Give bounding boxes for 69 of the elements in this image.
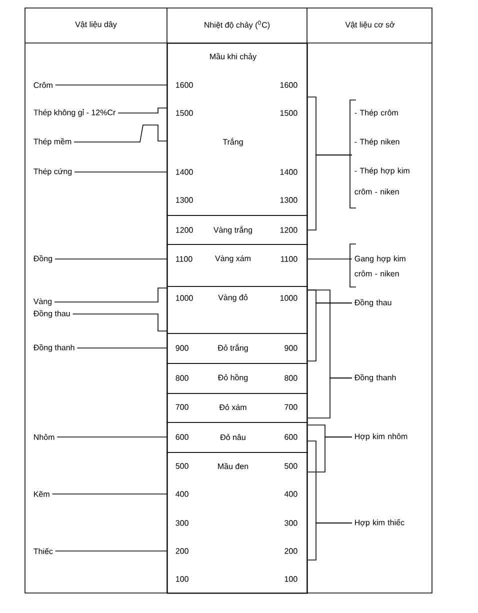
temperature-value: 1000	[176, 295, 193, 301]
connector-line	[307, 258, 352, 260]
connector-line	[307, 154, 352, 230]
temperature-value: 1200	[280, 227, 298, 233]
connector-line	[54, 84, 168, 86]
temperature-value: 1400	[280, 169, 298, 175]
temperature-value: 200	[176, 548, 188, 554]
connector-line	[307, 522, 352, 560]
temperature-value: 100	[176, 576, 188, 582]
temperature-value: 400	[176, 491, 188, 497]
node-label: - Thép hợp kim crôm - niken	[354, 168, 410, 194]
temperature-value: 300	[176, 520, 188, 526]
temperature-value: 500	[176, 463, 188, 469]
temperature-value: 600	[284, 434, 298, 440]
material-label: Gang hợp kim crôm - niken	[354, 256, 406, 276]
temperature-value: 500	[284, 463, 298, 469]
temperature-value: 900	[176, 345, 188, 351]
material-label: Đồng thanh	[354, 374, 396, 382]
connector-line	[307, 378, 352, 418]
connector-line	[54, 288, 168, 302]
temperature-value: 1200	[176, 227, 193, 233]
temperature-value: 700	[176, 404, 188, 410]
temperature-value: 1600	[176, 82, 193, 88]
temperature-value: 1000	[280, 295, 298, 301]
temperature-value: 1100	[176, 256, 192, 262]
temperature-value: 800	[176, 375, 188, 381]
temperature-value: 600	[176, 434, 188, 440]
material-label: Thép cứng	[34, 168, 72, 176]
connector-line	[54, 258, 168, 260]
temperature-value: 700	[284, 404, 298, 410]
temperature-value: 400	[284, 491, 298, 497]
temperature-value: 300	[284, 520, 298, 526]
material-label: Thép mềm	[34, 138, 72, 146]
temperature-value: 1600	[280, 82, 298, 88]
column-header: Vật liệu dây	[75, 21, 117, 29]
material-label: Đồng thau	[33, 310, 70, 318]
temperature-value: 100	[284, 576, 298, 582]
connector-line	[74, 124, 168, 142]
material-label: Nhôm	[34, 434, 54, 440]
temperature-value: 1500	[280, 110, 298, 116]
node-label: - Thép niken	[354, 138, 400, 146]
temperature-value: 900	[284, 345, 298, 351]
connector-line	[54, 550, 168, 552]
material-label: Thép không gỉ - 12%Cr	[34, 109, 116, 117]
temperature-value: 1500	[176, 110, 193, 116]
temperature-value: 800	[284, 375, 298, 381]
connector-line	[56, 436, 168, 438]
material-label: Đồng thau	[354, 299, 392, 307]
connector-line	[307, 302, 352, 362]
material-label: Đồng	[33, 255, 52, 263]
material-label: Crôm	[34, 82, 52, 88]
temperature-value: 1100	[281, 256, 298, 262]
material-label: - Thép crôm - Thép niken - Thép hợp kim crôm - niken	[354, 110, 410, 194]
temperature-value: 1300	[176, 197, 193, 203]
column-header: Nhiệt độ chảy ($^{0}$C)	[204, 20, 270, 30]
temperature-value: 200	[284, 548, 298, 554]
connector-line	[118, 108, 168, 114]
temperature-value: 1300	[280, 197, 298, 203]
material-label: Hợp kim thiếc	[355, 519, 404, 527]
material-label: Vàng	[33, 298, 52, 306]
connector-line	[72, 314, 168, 332]
material-label: Hợp kim nhôm	[355, 433, 408, 441]
temperature-value: 1400	[176, 169, 193, 175]
column-header: Vật liệu cơ sở	[345, 21, 395, 29]
node-label: - Thép crôm	[354, 110, 398, 118]
material-label: Kẽm	[34, 491, 50, 497]
connector-line	[307, 436, 352, 472]
material-label: Thiếc	[34, 548, 53, 554]
material-label: Đồng thanh	[33, 344, 74, 352]
